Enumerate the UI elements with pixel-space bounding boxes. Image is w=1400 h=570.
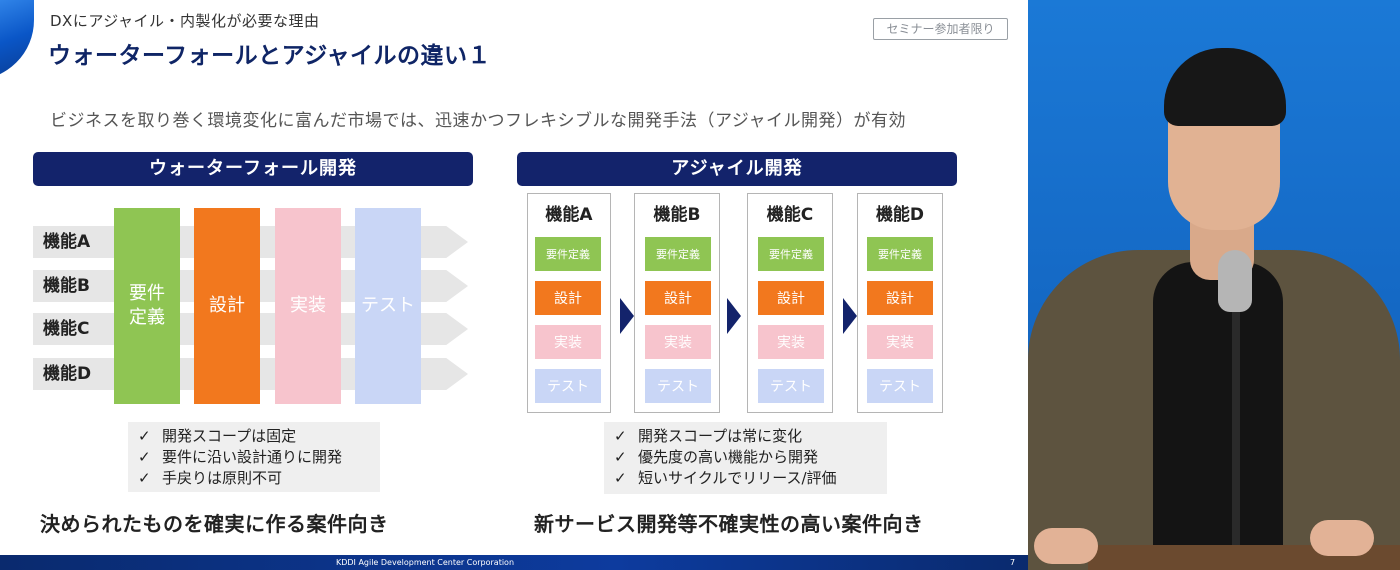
confidential-tag: セミナー参加者限り xyxy=(873,18,1008,40)
phase-label: 要件 定義 xyxy=(129,282,165,328)
agile-step-requirements: 要件定義 xyxy=(758,237,824,271)
agile-step-test: テスト xyxy=(867,369,933,403)
waterfall-phase-implementation: 実装 xyxy=(275,208,341,404)
agile-column: 機能D 要件定義 設計 実装 テスト xyxy=(857,193,943,413)
agile-step-design: 設計 xyxy=(535,281,601,315)
corner-accent xyxy=(0,0,34,80)
page-number: 7 xyxy=(1010,558,1016,567)
agile-column-title: 機能A xyxy=(545,205,593,225)
chevron-right-icon xyxy=(843,298,857,334)
slide: DXにアジャイル・内製化が必要な理由 ウォーターフォールとアジャイルの違い１ セ… xyxy=(0,0,1028,570)
presenter-hand xyxy=(1310,520,1374,556)
waterfall-phase-requirements: 要件 定義 xyxy=(114,208,180,404)
agile-step-design: 設計 xyxy=(645,281,711,315)
agile-step-requirements: 要件定義 xyxy=(645,237,711,271)
agile-column-title: 機能D xyxy=(875,205,925,225)
agile-conclusion: 新サービス開発等不確実性の高い案件向き xyxy=(534,512,924,536)
checklist-item: 短いサイクルでリリース/評価 xyxy=(614,468,877,489)
waterfall-conclusion: 決められたものを確実に作る案件向き xyxy=(40,512,389,536)
waterfall-feature-label: 機能A xyxy=(43,232,91,252)
waterfall-heading: ウォーターフォール開発 xyxy=(33,152,473,186)
agile-column: 機能C 要件定義 設計 実装 テスト xyxy=(747,193,833,413)
agile-column: 機能A 要件定義 設計 実装 テスト xyxy=(527,193,611,413)
waterfall-phase-test: テスト xyxy=(355,208,421,404)
agile-step-test: テスト xyxy=(645,369,711,403)
phase-label: テスト xyxy=(361,294,415,316)
agile-step-requirements: 要件定義 xyxy=(535,237,601,271)
agile-column-title: 機能C xyxy=(766,205,814,225)
microphone-icon xyxy=(1218,250,1252,312)
waterfall-checklist: 開発スコープは固定 要件に沿い設計通りに開発 手戻りは原則不可 xyxy=(128,422,380,492)
agile-step-test: テスト xyxy=(535,369,601,403)
slide-subtitle: ビジネスを取り巻く環境変化に富んだ市場では、迅速かつフレキシブルな開発手法（アジ… xyxy=(50,111,906,131)
microphone-stand xyxy=(1232,310,1240,570)
agile-step-implementation: 実装 xyxy=(758,325,824,359)
chevron-right-icon xyxy=(620,298,634,334)
agile-step-requirements: 要件定義 xyxy=(867,237,933,271)
agile-column-title: 機能B xyxy=(653,205,701,225)
slide-footer: KDDI Agile Development Center Corporatio… xyxy=(0,555,1028,570)
waterfall-feature-label: 機能C xyxy=(43,319,90,339)
presenter-hand xyxy=(1034,528,1098,564)
footer-company: KDDI Agile Development Center Corporatio… xyxy=(335,558,515,567)
slide-title: ウォーターフォールとアジャイルの違い１ xyxy=(48,43,492,69)
section-title: DXにアジャイル・内製化が必要な理由 xyxy=(50,12,320,30)
agile-heading: アジャイル開発 xyxy=(517,152,957,186)
presenter-shirt xyxy=(1153,262,1283,570)
agile-column: 機能B 要件定義 設計 実装 テスト xyxy=(634,193,720,413)
presenter-video xyxy=(1028,0,1400,570)
presenter-hair xyxy=(1164,48,1286,126)
waterfall-phase-design: 設計 xyxy=(194,208,260,404)
phase-label: 設計 xyxy=(209,294,245,316)
checklist-item: 手戻りは原則不可 xyxy=(138,468,370,489)
checklist-item: 要件に沿い設計通りに開発 xyxy=(138,447,370,468)
agile-step-implementation: 実装 xyxy=(645,325,711,359)
phase-label: 実装 xyxy=(290,294,326,316)
agile-step-design: 設計 xyxy=(758,281,824,315)
agile-step-implementation: 実装 xyxy=(867,325,933,359)
agile-checklist: 開発スコープは常に変化 優先度の高い機能から開発 短いサイクルでリリース/評価 xyxy=(604,422,887,494)
chevron-right-icon xyxy=(727,298,741,334)
waterfall-feature-label: 機能D xyxy=(43,364,92,384)
agile-step-implementation: 実装 xyxy=(535,325,601,359)
checklist-item: 優先度の高い機能から開発 xyxy=(614,447,877,468)
agile-step-design: 設計 xyxy=(867,281,933,315)
waterfall-feature-label: 機能B xyxy=(43,276,90,296)
checklist-item: 開発スコープは常に変化 xyxy=(614,426,877,447)
agile-step-test: テスト xyxy=(758,369,824,403)
checklist-item: 開発スコープは固定 xyxy=(138,426,370,447)
